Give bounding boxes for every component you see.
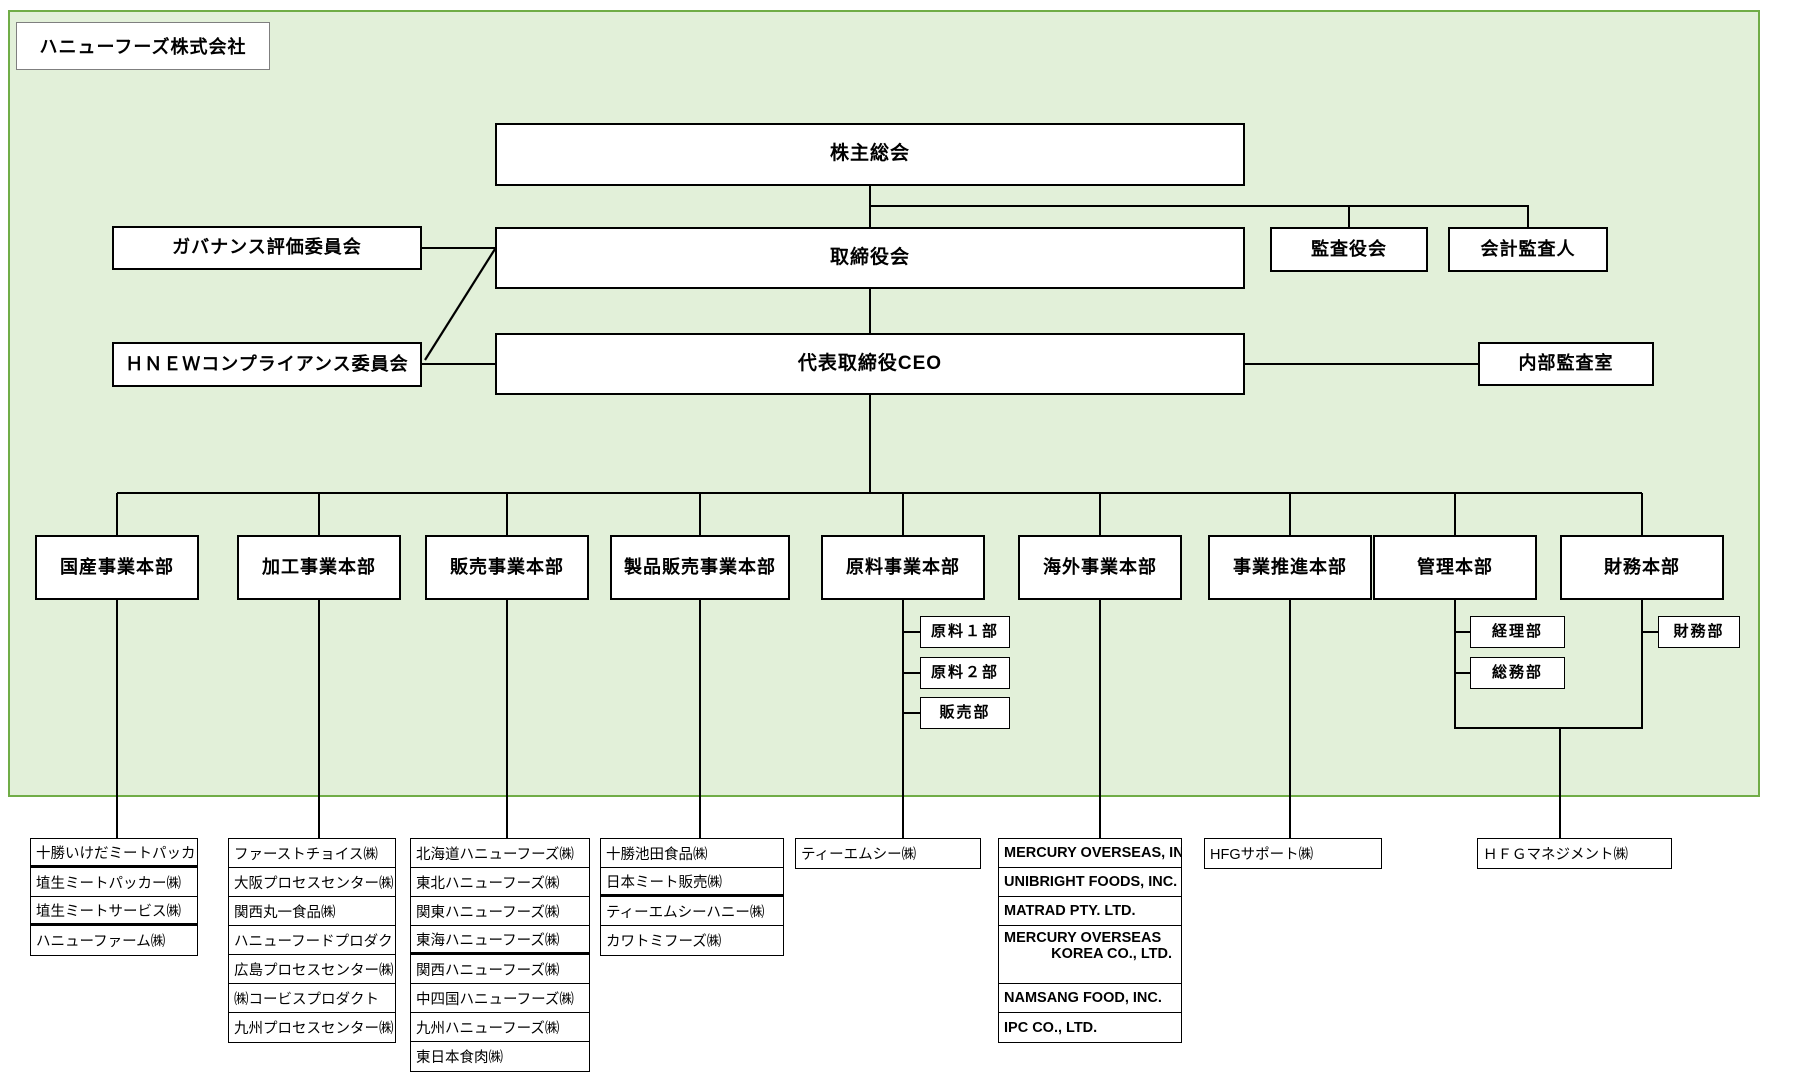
subsidiary-row: IPC CO., LTD.: [999, 1013, 1181, 1042]
node-box-ceo: 代表取締役CEO: [495, 333, 1245, 395]
subsidiary-row: 日本ミート販売㈱: [601, 868, 783, 897]
subsidiary-row: UNIBRIGHT FOODS, INC.: [999, 868, 1181, 897]
subsidiary-row: 広島プロセスセンター㈱: [229, 955, 395, 984]
subsidiary-row: 関西ハニューフーズ㈱: [411, 955, 589, 984]
subsidiary-row: NAMSANG FOOD, INC.: [999, 984, 1181, 1013]
subsidiary-row: ハニューファーム㈱: [31, 926, 197, 955]
department-box-raw-materials-2: 販売部: [920, 697, 1010, 729]
division-box-finance: 財務本部: [1560, 535, 1724, 600]
division-box-domestic: 国産事業本部: [35, 535, 199, 600]
subsidiary-list-raw-materials: ティーエムシー㈱: [795, 838, 981, 869]
division-box-raw-materials: 原料事業本部: [821, 535, 985, 600]
subsidiary-row: 九州プロセスセンター㈱: [229, 1013, 395, 1042]
subsidiary-name-line1: MERCURY OVERSEAS: [1004, 930, 1162, 946]
subsidiary-row: 十勝池田食品㈱: [601, 839, 783, 868]
subsidiary-list-overseas: MERCURY OVERSEAS, INC.UNIBRIGHT FOODS, I…: [998, 838, 1182, 1043]
node-box-accounting-auditor: 会計監査人: [1448, 227, 1608, 272]
subsidiary-row: 埴生ミートパッカー㈱: [31, 868, 197, 897]
node-box-audit-and-supervisory-board: 監査役会: [1270, 227, 1428, 272]
node-box-board-of-directors: 取締役会: [495, 227, 1245, 289]
subsidiary-row: ファーストチョイス㈱: [229, 839, 395, 868]
department-box-raw-materials-1: 原料２部: [920, 657, 1010, 689]
subsidiary-row: ㈱コービスプロダクト: [229, 984, 395, 1013]
subsidiary-row: カワトミフーズ㈱: [601, 926, 783, 955]
department-box-finance-0: 財務部: [1658, 616, 1740, 648]
subsidiary-list-business-promotion: HFGサポート㈱: [1204, 838, 1382, 869]
division-box-processing: 加工事業本部: [237, 535, 401, 600]
subsidiary-row: ティーエムシー㈱: [796, 839, 980, 868]
subsidiary-row: MATRAD PTY. LTD.: [999, 897, 1181, 926]
department-box-administration-0: 経理部: [1470, 616, 1565, 648]
subsidiary-row: 関西丸一食品㈱: [229, 897, 395, 926]
division-box-product-sales: 製品販売事業本部: [610, 535, 790, 600]
company-title-box: ハニューフーズ株式会社: [16, 22, 270, 70]
division-box-administration: 管理本部: [1373, 535, 1537, 600]
company-title: ハニューフーズ株式会社: [39, 37, 247, 57]
subsidiary-list-domestic: 十勝いけだミートパッカー㈱埴生ミートパッカー㈱埴生ミートサービス㈱ハニューファー…: [30, 838, 198, 956]
subsidiary-row: 大阪プロセスセンター㈱: [229, 868, 395, 897]
subsidiary-name-line2: KOREA CO., LTD.: [1051, 946, 1172, 962]
subsidiary-row: 中四国ハニューフーズ㈱: [411, 984, 589, 1013]
node-box-internal-audit-office: 内部監査室: [1478, 342, 1654, 386]
subsidiary-row: 埴生ミートサービス㈱: [31, 897, 197, 926]
subsidiary-row: 北海道ハニューフーズ㈱: [411, 839, 589, 868]
node-box-hnew-compliance-committee: ＨＮＥＷコンプライアンス委員会: [112, 342, 422, 387]
subsidiary-list-processing: ファーストチョイス㈱大阪プロセスセンター㈱関西丸一食品㈱ハニューフードプロダクト…: [228, 838, 396, 1043]
subsidiary-row: HFGサポート㈱: [1205, 839, 1381, 868]
division-box-business-promotion: 事業推進本部: [1208, 535, 1372, 600]
node-box-governance-evaluation-committee: ガバナンス評価委員会: [112, 226, 422, 270]
subsidiary-row: 関東ハニューフーズ㈱: [411, 897, 589, 926]
subsidiary-list-product-sales: 十勝池田食品㈱日本ミート販売㈱ティーエムシーハニー㈱カワトミフーズ㈱: [600, 838, 784, 956]
subsidiary-list-admin-finance-shared: ＨＦＧマネジメント㈱: [1477, 838, 1672, 869]
division-box-overseas: 海外事業本部: [1018, 535, 1182, 600]
subsidiary-row: 十勝いけだミートパッカー㈱: [31, 839, 197, 868]
subsidiary-row: ＨＦＧマネジメント㈱: [1478, 839, 1671, 868]
subsidiary-list-sales: 北海道ハニューフーズ㈱東北ハニューフーズ㈱関東ハニューフーズ㈱東海ハニューフーズ…: [410, 838, 590, 1072]
department-box-raw-materials-0: 原料１部: [920, 616, 1010, 648]
department-box-administration-1: 総務部: [1470, 657, 1565, 689]
division-box-sales: 販売事業本部: [425, 535, 589, 600]
subsidiary-row: 東海ハニューフーズ㈱: [411, 926, 589, 955]
subsidiary-row: MERCURY OVERSEAS, INC.: [999, 839, 1181, 868]
subsidiary-row: ハニューフードプロダクト㈱: [229, 926, 395, 955]
subsidiary-row: ティーエムシーハニー㈱: [601, 897, 783, 926]
node-box-shareholders-meeting: 株主総会: [495, 123, 1245, 186]
subsidiary-row: 九州ハニューフーズ㈱: [411, 1013, 589, 1042]
subsidiary-row: 東日本食肉㈱: [411, 1042, 589, 1071]
subsidiary-row: 東北ハニューフーズ㈱: [411, 868, 589, 897]
